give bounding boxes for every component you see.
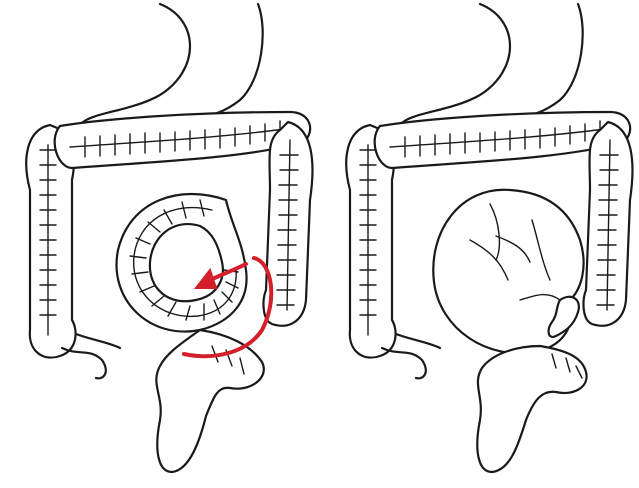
stomach-outline-inner: [505, 4, 583, 122]
distended-colon-illustration: [320, 0, 639, 488]
panel-twisted-colon: [0, 0, 320, 488]
ileum-stub: [396, 334, 440, 348]
twisted-colon-illustration: [0, 0, 320, 488]
stomach-outline: [80, 4, 190, 125]
stomach-outline-inner: [185, 4, 263, 122]
ileum-stub: [76, 334, 120, 348]
rectum: [477, 346, 586, 472]
panel-distended-colon: [320, 0, 639, 488]
rectum: [156, 330, 263, 472]
stomach-outline: [400, 4, 510, 125]
sigmoid-loop-twisted: [117, 194, 247, 332]
